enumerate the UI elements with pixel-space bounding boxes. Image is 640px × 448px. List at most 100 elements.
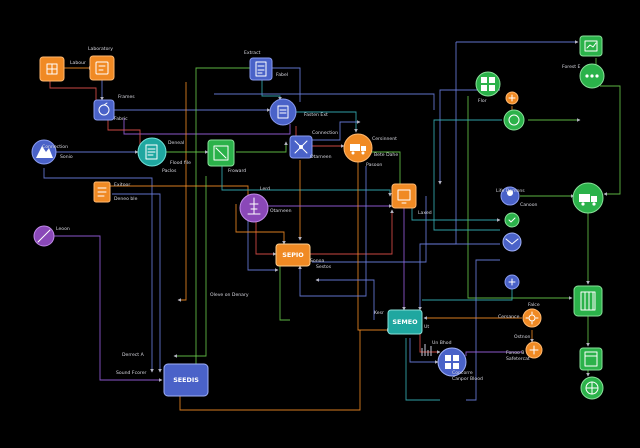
exitoor-node[interactable] xyxy=(93,181,111,203)
sestos-node[interactable] xyxy=(504,274,520,290)
edge xyxy=(357,160,391,332)
expand-icon xyxy=(213,145,229,161)
edge xyxy=(235,204,286,245)
label: Sonio xyxy=(60,154,73,160)
mid-process-box[interactable]: SEMEO xyxy=(387,309,423,335)
globe-node[interactable] xyxy=(580,376,604,400)
label: Concorre xyxy=(452,370,473,376)
edge xyxy=(261,80,282,101)
label: Extract xyxy=(244,50,261,56)
forest-node[interactable] xyxy=(579,35,603,57)
edge xyxy=(112,193,162,373)
edge xyxy=(409,338,439,364)
cersinnent-node[interactable] xyxy=(343,133,373,163)
label: Otarneen xyxy=(270,208,292,214)
connection-node[interactable] xyxy=(289,135,313,159)
center-box-title: SEPIO xyxy=(282,251,304,259)
truck-icon xyxy=(579,194,597,206)
edge xyxy=(312,196,427,263)
edge xyxy=(50,235,163,382)
fasten-node[interactable] xyxy=(269,98,297,126)
label: Fabric xyxy=(114,116,128,122)
pen-icon xyxy=(37,229,51,243)
edge xyxy=(405,338,440,401)
flor-node[interactable] xyxy=(475,71,501,97)
swirl-node[interactable] xyxy=(503,109,525,131)
label: Sound Fcorer xyxy=(116,370,147,376)
fonod-node[interactable] xyxy=(525,341,543,359)
label: Safetercat xyxy=(506,356,530,362)
label: Otarneen xyxy=(310,154,332,160)
edge xyxy=(279,266,290,321)
edge xyxy=(419,330,441,354)
label: Connection xyxy=(312,130,338,136)
mountain-icon xyxy=(36,146,53,158)
edge xyxy=(312,120,361,141)
edge xyxy=(411,208,501,222)
falce-node[interactable] xyxy=(522,308,542,328)
pasoon-node[interactable] xyxy=(391,183,417,209)
label: Leoon xyxy=(56,226,70,232)
frames-node[interactable] xyxy=(93,99,115,121)
labels: Laboratory Labour Frames Fabric Extract … xyxy=(42,46,581,382)
forest-dots-node[interactable] xyxy=(579,63,605,89)
edge xyxy=(247,220,279,272)
edge xyxy=(173,176,207,358)
edge xyxy=(310,209,394,255)
center-process-box[interactable]: SEPIO xyxy=(275,243,311,267)
flood-building-node[interactable] xyxy=(573,285,603,317)
canoon-node[interactable] xyxy=(504,212,520,228)
label: Ostnon xyxy=(514,334,531,340)
label: Falce xyxy=(528,302,540,308)
edge xyxy=(418,243,500,311)
life-node[interactable] xyxy=(500,186,520,206)
bottom-process-box[interactable]: SEEDIS xyxy=(163,363,209,397)
label: Bete Dahe xyxy=(374,152,398,158)
nodes: SEPIO SEMEO SEEDIS xyxy=(31,35,605,400)
deneal-node[interactable] xyxy=(137,137,167,167)
edge xyxy=(221,166,392,197)
edge xyxy=(107,120,141,150)
leoon-node[interactable] xyxy=(33,225,55,247)
extract-node[interactable] xyxy=(249,57,273,81)
edge xyxy=(292,111,358,133)
cabinet-node[interactable] xyxy=(579,347,603,371)
label: Laxed xyxy=(418,210,432,216)
labour-node[interactable] xyxy=(89,55,115,81)
document-icon xyxy=(255,61,267,77)
monitor-icon xyxy=(397,189,411,204)
froward-node[interactable] xyxy=(207,139,235,167)
sonio-node[interactable] xyxy=(31,139,57,165)
laboratory-node[interactable] xyxy=(39,56,65,82)
label: Deneal xyxy=(168,140,184,146)
otarneen-node[interactable] xyxy=(239,193,269,223)
grid-icon xyxy=(46,63,58,75)
label: Exitoor xyxy=(114,182,130,188)
dots-icon xyxy=(585,74,599,78)
check-icon xyxy=(508,217,516,223)
label: Connection xyxy=(42,144,68,150)
label: Pasoon xyxy=(366,162,382,168)
edge xyxy=(177,82,187,302)
label: Sonoa xyxy=(310,258,324,264)
settings-icon xyxy=(525,311,539,325)
un-bhod-node[interactable] xyxy=(437,347,467,377)
label: Frames xyxy=(118,94,135,100)
label: Oleve on Denary xyxy=(210,292,249,298)
laxed-node[interactable] xyxy=(505,91,519,105)
sync-icon xyxy=(508,278,516,286)
bin-icon xyxy=(584,351,598,367)
label: Flood file xyxy=(170,160,191,166)
edge xyxy=(43,168,154,373)
label: Life Demons xyxy=(496,188,525,194)
label: Fasten Ext xyxy=(304,112,328,118)
edge xyxy=(123,118,291,135)
edge xyxy=(467,96,573,300)
user-icon xyxy=(507,190,513,196)
truck-node[interactable] xyxy=(572,182,604,214)
edges xyxy=(43,40,621,411)
label: Forest E xyxy=(562,64,581,70)
sonoa-node[interactable] xyxy=(502,232,522,252)
label: Cersance xyxy=(498,314,520,320)
globe-icon xyxy=(585,381,599,395)
